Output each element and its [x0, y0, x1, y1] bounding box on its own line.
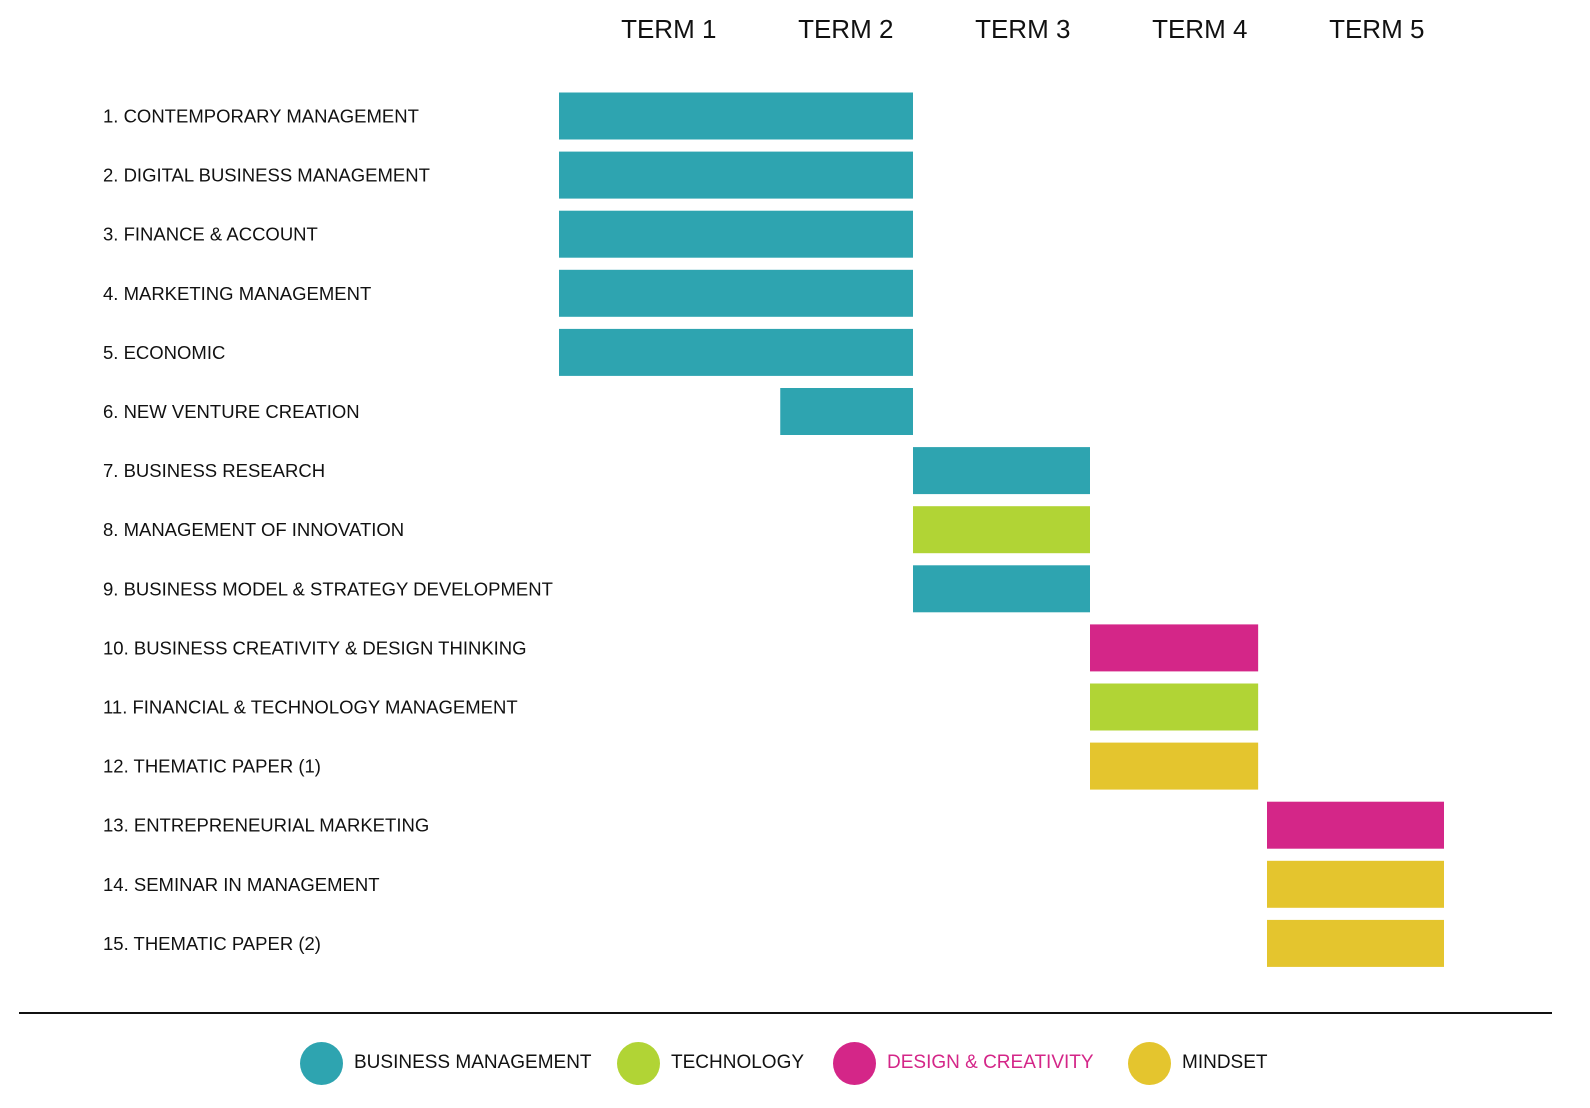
- task-bar-2: [559, 151, 913, 199]
- legend-item-technology: TECHNOLOGY: [617, 1041, 804, 1085]
- task-label-2: 2. DIGITAL BUSINESS MANAGEMENT: [103, 165, 430, 186]
- legend-swatch-mindset: [1128, 1041, 1171, 1085]
- task-label-11: 11. FINANCIAL & TECHNOLOGY MANAGEMENT: [103, 697, 518, 718]
- term-header-2: TERM 2: [798, 14, 893, 44]
- legend-swatch-business-management: [300, 1041, 343, 1085]
- task-label-14: 14. SEMINAR IN MANAGEMENT: [103, 874, 380, 895]
- legend-item-design-creativity: DESIGN & CREATIVITY: [833, 1041, 1094, 1085]
- task-label-9: 9. BUSINESS MODEL & STRATEGY DEVELOPMENT: [103, 578, 553, 599]
- task-label-3: 3. FINANCE & ACCOUNT: [103, 224, 318, 245]
- task-bar-13: [1267, 801, 1444, 849]
- legend-item-mindset: MINDSET: [1128, 1041, 1268, 1085]
- task-bar-4: [559, 269, 913, 317]
- term-header-1: TERM 1: [621, 14, 716, 44]
- legend-label-business-management: BUSINESS MANAGEMENT: [354, 1052, 592, 1073]
- term-header-4: TERM 4: [1152, 14, 1247, 44]
- legend-label-design-creativity: DESIGN & CREATIVITY: [887, 1052, 1094, 1073]
- task-label-10: 10. BUSINESS CREATIVITY & DESIGN THINKIN…: [103, 637, 527, 658]
- task-bar-7: [913, 447, 1090, 495]
- task-bar-8: [913, 506, 1090, 554]
- task-label-7: 7. BUSINESS RESEARCH: [103, 460, 325, 481]
- task-label-4: 4. MARKETING MANAGEMENT: [103, 283, 371, 304]
- task-bar-1: [559, 92, 913, 140]
- legend-swatch-technology: [617, 1041, 660, 1085]
- legend-label-mindset: MINDSET: [1182, 1052, 1268, 1073]
- legend-label-technology: TECHNOLOGY: [671, 1052, 805, 1073]
- task-bar-5: [559, 328, 913, 376]
- legend-item-business-management: BUSINESS MANAGEMENT: [300, 1041, 592, 1085]
- legend-swatch-design-creativity: [833, 1041, 876, 1085]
- task-bar-14: [1267, 860, 1444, 908]
- task-label-8: 8. MANAGEMENT OF INNOVATION: [103, 519, 404, 540]
- task-label-13: 13. ENTREPRENEURIAL MARKETING: [103, 815, 429, 836]
- task-label-5: 5. ECONOMIC: [103, 342, 225, 363]
- task-bar-12: [1090, 742, 1259, 790]
- legend-divider: [19, 1012, 1552, 1014]
- task-bar-6: [780, 388, 913, 435]
- task-bar-3: [559, 210, 913, 258]
- task-bar-11: [1090, 683, 1259, 731]
- term-header-3: TERM 3: [975, 14, 1070, 44]
- task-bar-9: [913, 565, 1090, 613]
- task-bar-10: [1090, 624, 1259, 672]
- task-label-12: 12. THEMATIC PAPER (1): [103, 756, 321, 777]
- task-bar-15: [1267, 919, 1444, 967]
- task-label-6: 6. NEW VENTURE CREATION: [103, 401, 360, 422]
- task-label-15: 15. THEMATIC PAPER (2): [103, 933, 321, 954]
- term-header-5: TERM 5: [1329, 14, 1424, 44]
- gantt-chart: TERM 1 TERM 2 TERM 3 TERM 4 TERM 5 1. CONTEMP…: [103, 14, 1444, 967]
- task-label-1: 1. CONTEMPORARY MANAGEMENT: [103, 106, 419, 127]
